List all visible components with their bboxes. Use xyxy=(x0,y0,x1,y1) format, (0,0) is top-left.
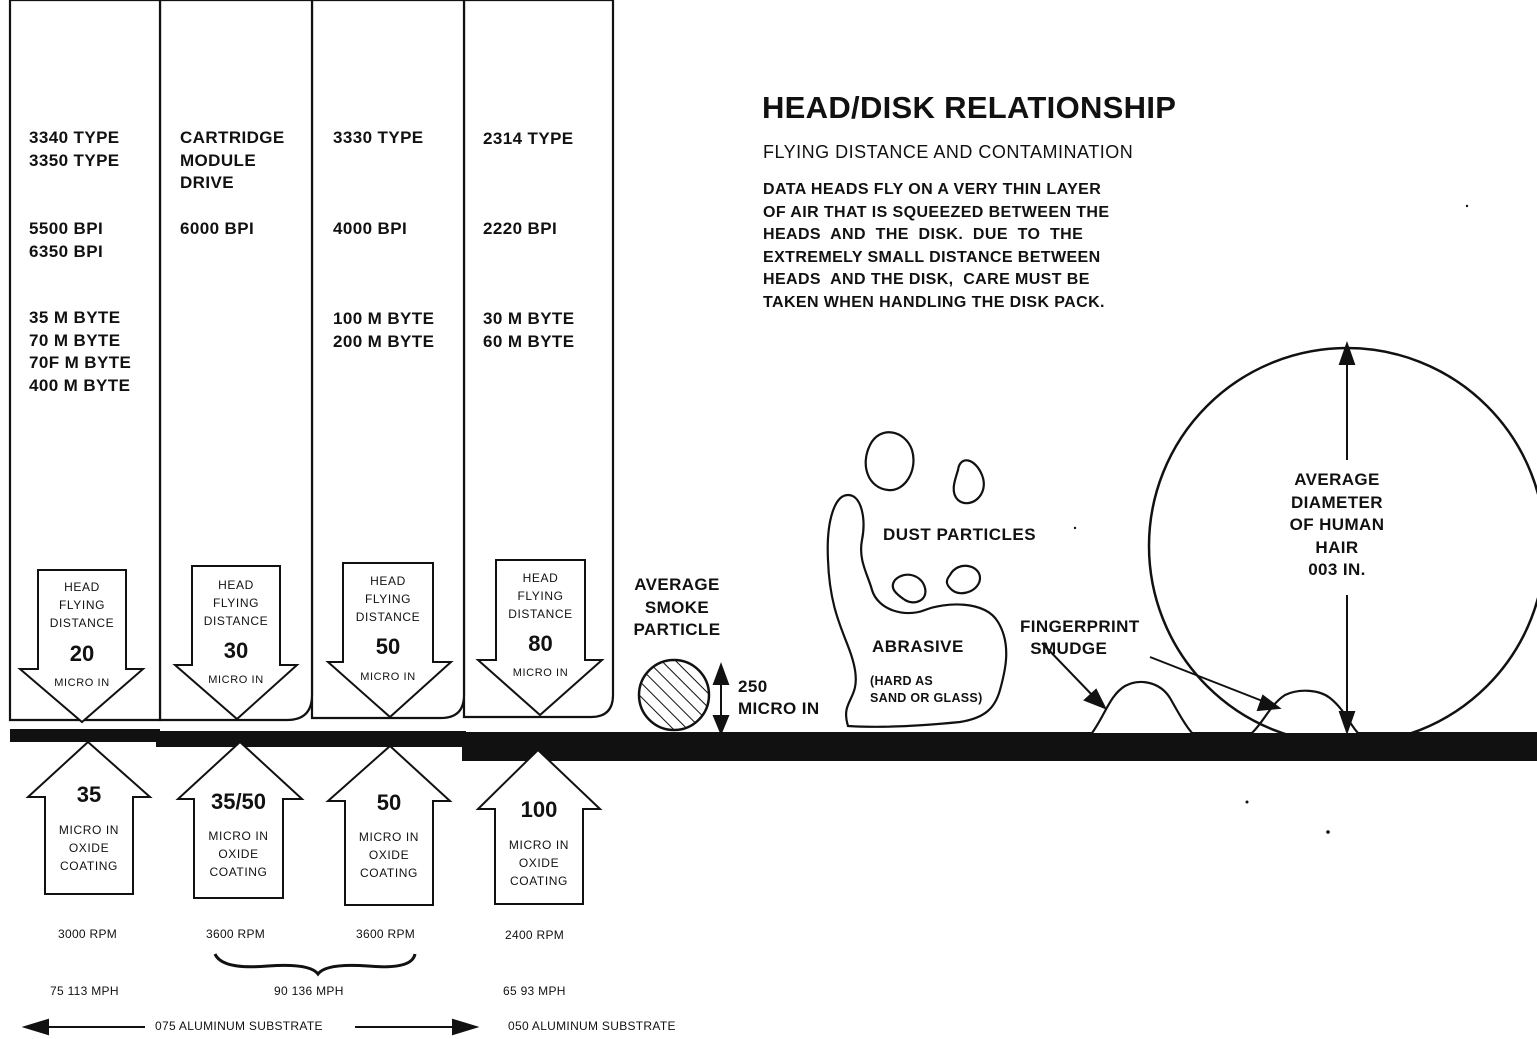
substrate-left: 075 ALUMINUM SUBSTRATE xyxy=(155,1019,323,1033)
column-1-type: 3340 TYPE 3350 TYPE xyxy=(29,128,120,170)
column-4-flying-unit: MICRO IN xyxy=(512,667,569,679)
substrate-arrow xyxy=(21,1018,480,1036)
rpm-brace xyxy=(213,953,417,977)
column-4-flying-label: HEAD FLYING DISTANCE xyxy=(508,571,573,621)
smoke-size-arrow xyxy=(712,662,730,736)
abrasive-shape xyxy=(826,493,1008,728)
coating-arrow-3 xyxy=(325,744,453,906)
fingerprint-pointers xyxy=(1041,642,1282,712)
smoke-size-label: 250 MICRO IN xyxy=(738,677,820,718)
coating-arrow-1 xyxy=(25,740,153,895)
flying-arrow-2 xyxy=(172,565,300,721)
column-4-type: 2314 TYPE xyxy=(483,129,574,148)
fingerprint-shapes xyxy=(1091,680,1359,734)
column-3-coating-value: 50 xyxy=(376,790,402,815)
column-3-coating-label: MICRO IN OXIDE COATING xyxy=(358,830,420,880)
coating-arrow-4 xyxy=(475,748,603,905)
column-1-flying-unit: MICRO IN xyxy=(54,677,110,689)
column-2-flying-unit: MICRO IN xyxy=(208,674,264,686)
flying-arrows xyxy=(17,559,605,724)
substrate-right: 050 ALUMINUM SUBSTRATE xyxy=(508,1019,676,1033)
column-2-coating-label: MICRO IN OXIDE COATING xyxy=(208,829,269,879)
flying-arrow-1 xyxy=(17,569,146,724)
column-1-coating-value: 35 xyxy=(76,782,102,807)
column-1-outline xyxy=(8,0,162,722)
column-3-flying-label: HEAD FLYING DISTANCE xyxy=(355,574,421,624)
column-2-bpi: 6000 BPI xyxy=(180,219,255,238)
column-2-type: CARTRIDGE MODULE DRIVE xyxy=(180,128,285,192)
description-text: DATA HEADS FLY ON A VERY THIN LAYER OF A… xyxy=(763,181,1110,311)
column-1-coating-label: MICRO IN OXIDE COATING xyxy=(58,823,120,873)
column-3-bpi: 4000 BPI xyxy=(333,219,408,238)
scan-specks xyxy=(574,204,1469,834)
flying-arrow-3 xyxy=(325,562,454,719)
flying-arrow-4 xyxy=(475,559,605,717)
column-4-flying-value: 80 xyxy=(528,631,553,656)
abrasive-label: ABRASIVE xyxy=(872,637,964,656)
page-title: HEAD/DISK RELATIONSHIP xyxy=(762,90,1177,125)
column-3-type: 3330 TYPE xyxy=(333,128,424,147)
speed-col23: 90 136 MPH xyxy=(274,984,344,998)
column-2-flying-label: HEAD FLYING DISTANCE xyxy=(203,578,269,628)
disk-surface xyxy=(10,729,1537,761)
column-3-flying-value: 50 xyxy=(375,634,401,659)
column-1-bpi: 5500 BPI 6350 BPI xyxy=(29,219,104,261)
column-4-capacity: 30 M BYTE 60 M BYTE xyxy=(483,309,575,351)
fingerprint-label: FINGERPRINT SMUDGE xyxy=(1020,617,1140,658)
smoke-particle-label: AVERAGE SMOKE PARTICLE xyxy=(633,575,721,639)
column-3-capacity: 100 M BYTE 200 M BYTE xyxy=(333,309,435,351)
column-4-coating-label: MICRO IN OXIDE COATING xyxy=(508,838,570,888)
column-4-bpi: 2220 BPI xyxy=(483,219,558,238)
column-2-coating-value: 35/50 xyxy=(210,789,267,814)
head-columns xyxy=(8,0,615,722)
column-3-rpm: 3600 RPM xyxy=(356,927,416,941)
coating-arrow-2 xyxy=(175,740,305,899)
speed-col4: 65 93 MPH xyxy=(503,984,566,998)
column-2-rpm: 3600 RPM xyxy=(206,927,266,941)
speed-col1: 75 113 MPH xyxy=(50,984,119,998)
page-subtitle: FLYING DISTANCE AND CONTAMINATION xyxy=(763,142,1134,162)
column-2-flying-value: 30 xyxy=(223,638,249,663)
column-2-outline xyxy=(158,0,314,722)
column-4-rpm: 2400 RPM xyxy=(505,928,565,942)
column-4-outline xyxy=(462,0,615,719)
abrasive-note: (HARD AS SAND OR GLASS) xyxy=(870,674,983,705)
column-1-flying-label: HEAD FLYING DISTANCE xyxy=(49,580,115,630)
human-hair-label: AVERAGE DIAMETER OF HUMAN HAIR 003 IN. xyxy=(1289,470,1385,579)
coating-arrows xyxy=(25,740,603,906)
hair-diameter-arrow xyxy=(1338,340,1356,736)
column-3-flying-unit: MICRO IN xyxy=(360,671,416,683)
column-1-rpm: 3000 RPM xyxy=(58,927,118,941)
smoke-particle-shape xyxy=(637,658,711,732)
dust-particles-label: DUST PARTICLES xyxy=(883,525,1037,544)
column-3-outline xyxy=(310,0,466,720)
column-4-coating-value: 100 xyxy=(520,797,558,822)
column-1-flying-value: 20 xyxy=(69,641,95,666)
column-1-capacity: 35 M BYTE 70 M BYTE 70F M BYTE 400 M BYT… xyxy=(29,308,132,395)
dust-particles-shapes xyxy=(864,431,985,604)
